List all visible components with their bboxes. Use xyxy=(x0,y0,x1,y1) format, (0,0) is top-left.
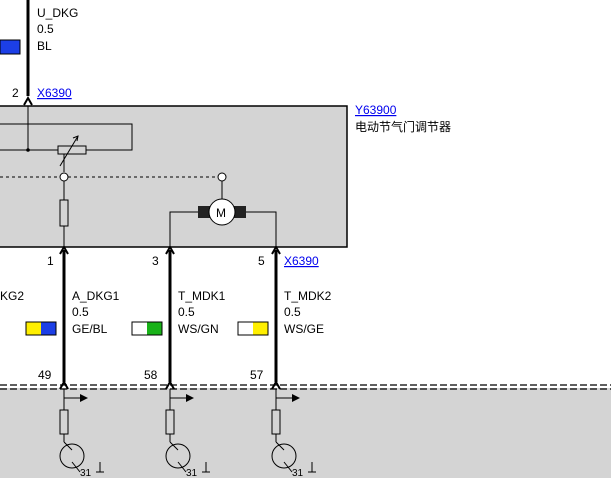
top-connector-link[interactable]: X6390 xyxy=(37,86,72,100)
top-wire-color-code: BL xyxy=(37,39,52,53)
pin-1-terminal xyxy=(59,244,69,255)
swatch-ge-bl xyxy=(25,321,57,336)
pin-3-label: 3 xyxy=(152,254,159,268)
pin-1-label: 1 xyxy=(47,254,54,268)
top-wire-signal: U_DKG xyxy=(37,6,78,20)
bottom-pin-58: 58 xyxy=(144,368,158,382)
ground-label-2: 31 xyxy=(186,468,198,478)
motor-wire-right xyxy=(246,211,277,247)
wire-1-size: 0.5 xyxy=(72,305,89,319)
top-wire-pin: 2 xyxy=(12,86,19,100)
ground-label-3: 31 xyxy=(292,468,304,478)
driver-stage-t-mdk2 xyxy=(271,389,316,473)
motor-icon xyxy=(208,198,236,226)
wire-3-signal: T_MDK1 xyxy=(178,289,226,303)
module-id-link[interactable]: Y63900 xyxy=(355,103,397,117)
pin-connector-link[interactable]: X6390 xyxy=(284,254,319,268)
swatch-ws-gn xyxy=(131,321,163,336)
potentiometer-arrowhead xyxy=(72,135,79,142)
left-cut-signal: KG2 xyxy=(0,289,24,303)
motor-brush-right xyxy=(234,206,246,218)
module-box xyxy=(0,105,348,248)
swatch-ws-ge xyxy=(237,321,269,336)
pin-5-terminal xyxy=(271,244,281,255)
wire-1-color-code: GE/BL xyxy=(72,322,108,336)
top-wire-size: 0.5 xyxy=(37,22,54,36)
wire-5-size: 0.5 xyxy=(284,305,301,319)
motor-wire-left xyxy=(169,211,198,247)
bottom-terminal-49 xyxy=(59,379,69,390)
motor-shaft-node xyxy=(217,172,227,182)
wire-5-color-code: WS/GE xyxy=(284,322,324,336)
wire-1-signal: A_DKG1 xyxy=(72,289,120,303)
top-pin-terminal xyxy=(23,95,33,106)
bottom-pin-49: 49 xyxy=(38,368,52,382)
ground-label-1: 31 xyxy=(80,468,92,478)
bottom-terminal-58 xyxy=(165,379,175,390)
internal-loop xyxy=(0,123,133,151)
bottom-pin-57: 57 xyxy=(250,368,264,382)
motor-brush-left xyxy=(198,206,210,218)
bottom-terminal-57 xyxy=(271,379,281,390)
wire-3-color-code: WS/GN xyxy=(178,322,219,336)
wire-3-size: 0.5 xyxy=(178,305,195,319)
driver-stage-a-dkg1 xyxy=(59,389,104,473)
node-dot xyxy=(26,148,30,152)
driver-stage-t-mdk1 xyxy=(165,389,210,473)
top-wire-color-swatch xyxy=(0,39,21,55)
potentiometer-arrow xyxy=(59,135,79,167)
motor-label: M xyxy=(216,206,226,220)
pin-3-terminal xyxy=(165,244,175,255)
control-unit-box xyxy=(0,388,611,478)
wire-5-signal: T_MDK2 xyxy=(284,289,332,303)
pin-5-label: 5 xyxy=(258,254,265,268)
module-name: 电动节气门调节器 xyxy=(355,119,451,134)
wiper-node xyxy=(59,172,69,182)
